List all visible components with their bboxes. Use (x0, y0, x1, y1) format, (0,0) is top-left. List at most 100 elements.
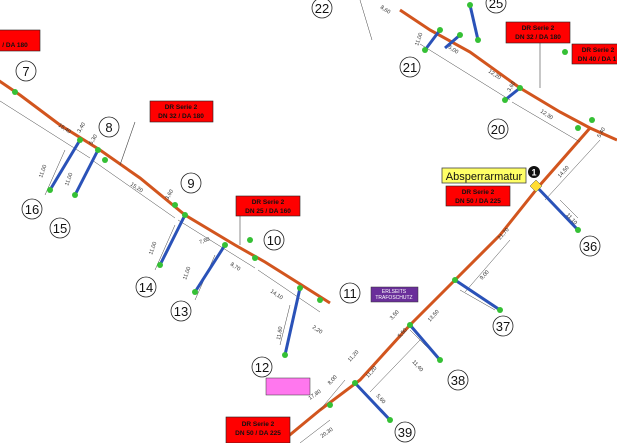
dim-label: 11,20 (347, 349, 360, 363)
dim-label: 9,00 (479, 269, 491, 281)
branch-39 (353, 381, 392, 422)
node-number: 16 (21, 198, 43, 220)
dim-label: 12,20 (487, 69, 502, 82)
main-pipe-upper-left (0, 79, 331, 305)
dim-label: 8,60 (379, 5, 391, 16)
dim-label: 11,00 (414, 32, 424, 47)
svg-text:16: 16 (25, 202, 39, 217)
branch-38 (408, 324, 442, 361)
node-number: 9 (180, 172, 202, 194)
svg-text:21: 21 (403, 60, 417, 75)
node-number: 20 (487, 118, 509, 140)
node-number: 12 (251, 356, 273, 378)
dim-label: 13,50 (427, 309, 441, 323)
dim-label: 8,70 (229, 262, 241, 273)
main-pipe-diagonal (279, 127, 592, 443)
spec-line2: DN 40 / DA 1 (578, 56, 617, 63)
dim-label: 5,00 (447, 45, 459, 56)
pink-label (265, 377, 311, 396)
node-number: 25 (485, 0, 507, 14)
dim-label: 5,30 (89, 134, 100, 146)
dim-label: 11,00 (148, 241, 158, 256)
spec-label: DR Serie 2 DN 40 / DA 1 (571, 43, 617, 65)
spec-line1: DR Serie 2 (462, 189, 495, 196)
svg-text:15: 15 (53, 221, 67, 236)
valve-label: Absperrarmatur (446, 171, 523, 183)
spec-line2: DN 25 / DA 160 (245, 208, 291, 215)
purple-label: ERLSEITS TRAFOSCHUTZ (370, 286, 419, 303)
dim-label: 21,70 (497, 227, 511, 241)
dim-label: 3,40 (77, 122, 88, 134)
purple-line1: ERLSEITS (382, 289, 407, 295)
dim-label: 15,40 (57, 123, 72, 136)
node-number-labels: 7 8 9 10 11 12 13 14 15 16 20 21 22 25 3… (15, 0, 601, 443)
pipe-nodes (12, 2, 613, 423)
dimension-labels: 15,40 3,40 5,30 15,20 3,60 7,60 8,70 14,… (38, 5, 607, 440)
svg-text:7: 7 (22, 64, 29, 79)
spec-line1: DR Serie 2 (252, 199, 285, 206)
dim-label: 8,00 (327, 374, 339, 386)
branch-16 (48, 139, 82, 191)
dim-label: 12,30 (539, 109, 554, 122)
spec-line1: DR Serie 2 (522, 25, 555, 32)
node-number: 15 (49, 217, 71, 239)
branch-13 (193, 244, 227, 293)
dim-label: 11,40 (411, 359, 424, 373)
node-number: 7 (15, 60, 37, 82)
dim-label: 7,60 (199, 237, 211, 246)
node-number: 37 (492, 315, 514, 337)
branch-37 (454, 278, 501, 312)
node-number: 14 (135, 276, 157, 298)
node-number: 38 (447, 369, 469, 391)
valve-callout: Absperrarmatur 1 (441, 166, 543, 193)
svg-text:10: 10 (267, 233, 281, 248)
spec-label: DR Serie 2 DN 50 / DA 225 (225, 416, 291, 443)
branch-15 (73, 149, 100, 196)
dim-label: 11,00 (64, 172, 74, 187)
branch-pipes (48, 4, 580, 422)
spec-label: DR Serie 2 DN 32 / DA 180 (505, 21, 571, 88)
spec-line2: DN 32 / DA 180 (158, 113, 204, 120)
branch-36 (533, 183, 580, 232)
dim-label: 5,40 (597, 127, 608, 139)
spec-line2: / DA 180 (2, 42, 28, 49)
spec-line1: DR Serie 2 (165, 104, 198, 111)
svg-text:13: 13 (174, 304, 188, 319)
dim-label: 3,50 (389, 309, 401, 321)
spec-line2: DN 50 / DA 225 (235, 430, 281, 437)
node-number: 21 (399, 56, 421, 78)
pipe-spec-labels: DR Serie 2 DN 32 / DA 180 DR Serie 2 DN … (0, 21, 617, 443)
node-number: 39 (394, 421, 416, 443)
node-number: 13 (170, 300, 192, 322)
svg-text:12: 12 (255, 360, 269, 375)
dim-label: 11,20 (365, 365, 378, 379)
dim-label: 11,60 (276, 326, 284, 340)
dim-label: 11,00 (182, 266, 192, 281)
branch-14 (158, 214, 187, 266)
dim-label: 11,00 (38, 164, 48, 179)
spec-label: DR Serie 2 DN 32 / DA 180 (119, 100, 214, 166)
spec-label: DR Serie 2 DN 50 / DA 225 (445, 185, 511, 207)
svg-text:38: 38 (451, 373, 465, 388)
svg-text:36: 36 (583, 239, 597, 254)
dim-label: 20,30 (320, 427, 335, 440)
node-number: 36 (579, 235, 601, 257)
dim-label: 3,60 (507, 81, 518, 93)
dim-label: 2,20 (311, 325, 323, 336)
valve-marker-icon (528, 166, 540, 178)
dim-label: 3,60 (165, 189, 176, 201)
svg-text:11: 11 (343, 286, 357, 301)
svg-text:22: 22 (315, 1, 329, 16)
svg-text:9: 9 (187, 176, 194, 191)
node-number: 10 (263, 229, 285, 251)
node-number: 22 (311, 0, 333, 19)
branch-12 (283, 287, 302, 356)
branch-25 (468, 4, 480, 41)
dimension-lines (0, 0, 601, 443)
spec-line1: DR Serie 2 (582, 47, 615, 54)
svg-text:25: 25 (489, 0, 503, 11)
node-number: 11 (339, 282, 361, 304)
spec-label: DR Serie 2 DN 25 / DA 160 (235, 195, 301, 245)
